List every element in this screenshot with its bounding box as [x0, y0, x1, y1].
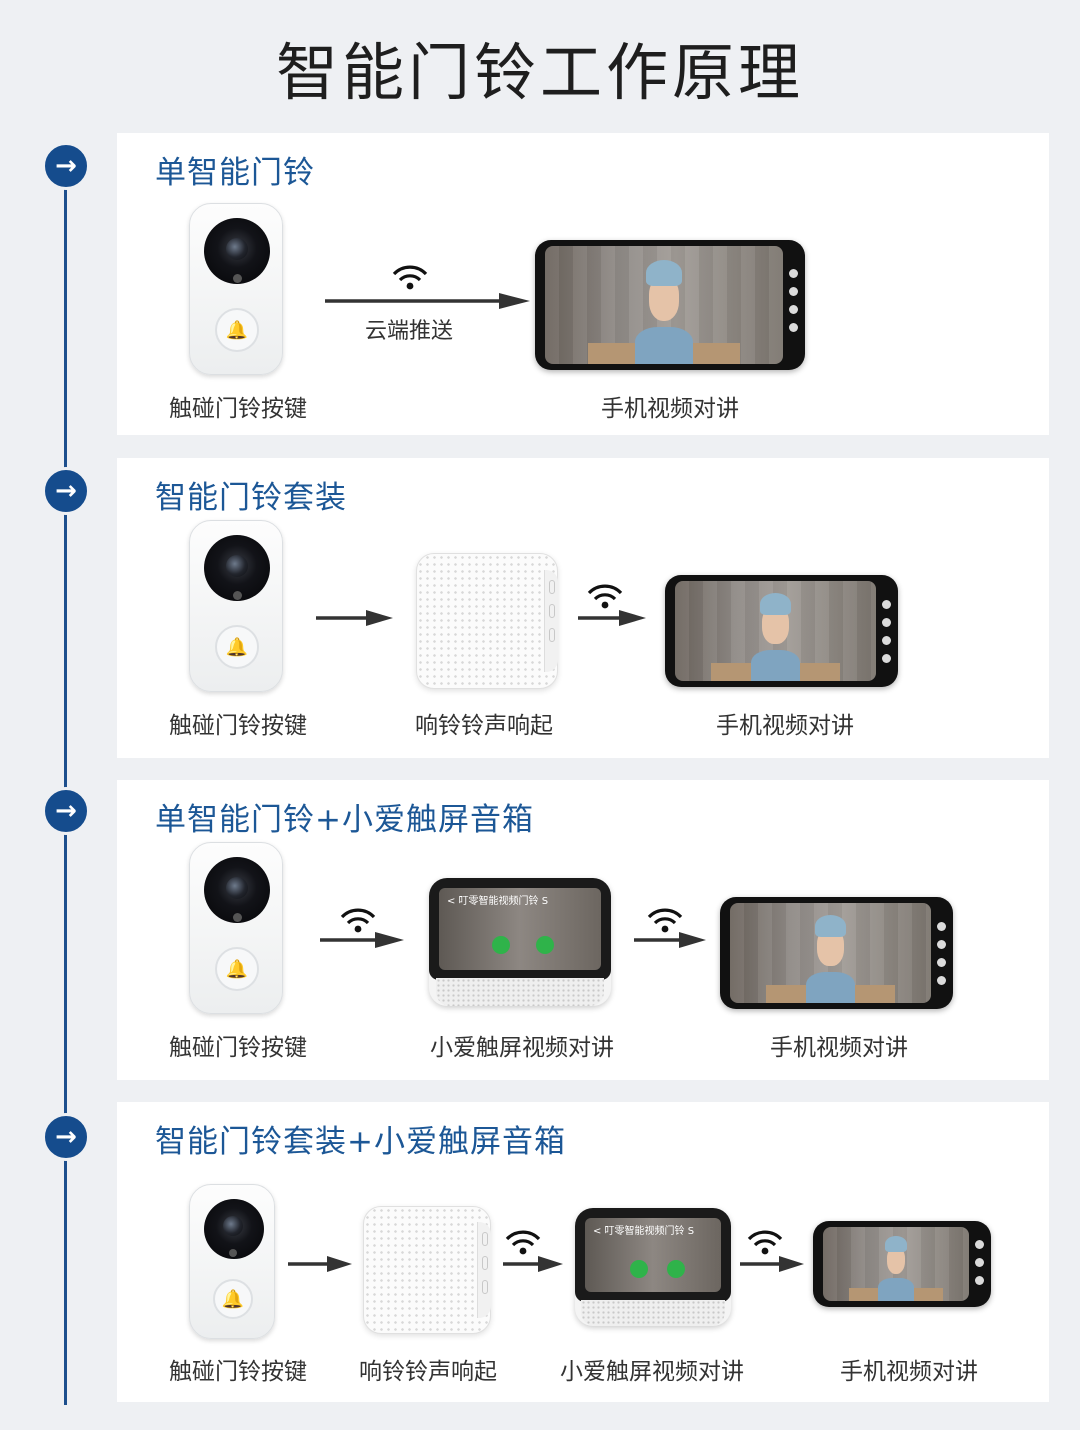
page-title: 智能门铃工作原理: [275, 36, 804, 109]
phone-device: [813, 1221, 991, 1307]
doorbell-device: 🔔: [189, 203, 283, 375]
smart-speaker-device: < 叮零智能视频门铃 S: [575, 1208, 731, 1326]
arrow-right-icon: →: [42, 467, 90, 515]
section-title: 智能门铃套装+小爱触屏音箱: [155, 1124, 566, 1160]
bell-icon: 🔔: [215, 308, 259, 352]
speaker-screen-header: < 叮零智能视频门铃 S: [447, 896, 549, 907]
bell-icon: 🔔: [215, 947, 259, 991]
bell-icon: 🔔: [213, 1279, 253, 1319]
section-title: 智能门铃套装: [155, 480, 347, 516]
timeline-line: [64, 165, 67, 1405]
arrow-icon: [320, 932, 404, 948]
caption: 响铃铃声响起: [415, 713, 553, 739]
phone-device: [665, 575, 898, 687]
arrow-right-icon: →: [42, 1113, 90, 1161]
arrow-right-icon: →: [42, 142, 90, 190]
speaker-screen-header: < 叮零智能视频门铃 S: [593, 1226, 695, 1237]
arrow-icon: [316, 610, 393, 626]
wifi-icon: [747, 1230, 783, 1255]
caption: 触碰门铃按键: [169, 1035, 307, 1061]
caption: 小爱触屏视频对讲: [430, 1035, 614, 1061]
doorbell-device: 🔔: [189, 520, 283, 692]
arrow-icon: [288, 1256, 352, 1272]
section-single-doorbell: 单智能门铃 🔔 云端推送 触碰门铃按键 手机视频对讲: [117, 133, 1049, 435]
doorbell-device: 🔔: [189, 1184, 275, 1339]
caption: 手机视频对讲: [770, 1035, 908, 1061]
arrow-icon: [503, 1256, 563, 1272]
caption: 手机视频对讲: [601, 396, 739, 422]
section-doorbell-speaker: 单智能门铃+小爱触屏音箱 🔔 < 叮零智能视频门铃 S: [117, 780, 1049, 1080]
chime-device: [363, 1206, 491, 1334]
section-kit-speaker: 智能门铃套装+小爱触屏音箱 🔔 < 叮零智能视频门铃 S: [117, 1102, 1049, 1402]
caption: 触碰门铃按键: [169, 713, 307, 739]
caption: 响铃铃声响起: [359, 1359, 497, 1385]
phone-accept-icon: [492, 935, 511, 954]
caption: 小爱触屏视频对讲: [560, 1359, 744, 1385]
section-title: 单智能门铃+小爱触屏音箱: [155, 802, 534, 838]
arrow-label: 云端推送: [364, 319, 454, 344]
arrow-icon: [578, 610, 646, 626]
bell-icon: 🔔: [215, 625, 259, 669]
doorbell-device: 🔔: [189, 842, 283, 1014]
caption: 触碰门铃按键: [169, 1359, 307, 1385]
arrow-icon: [325, 293, 530, 309]
caption: 手机视频对讲: [716, 713, 854, 739]
phone-call-icon: [536, 935, 555, 954]
arrow-icon: [740, 1256, 804, 1272]
chime-device: [416, 553, 558, 689]
smart-speaker-device: < 叮零智能视频门铃 S: [429, 878, 611, 1006]
wifi-icon: [340, 908, 376, 933]
section-title: 单智能门铃: [155, 155, 315, 191]
section-doorbell-kit: 智能门铃套装 🔔 触碰门铃按键 响铃铃声响起 手机视频对讲: [117, 458, 1049, 758]
arrow-right-icon: →: [42, 787, 90, 835]
wifi-icon: [505, 1230, 541, 1255]
phone-device: [720, 897, 953, 1009]
wifi-icon: [587, 584, 623, 609]
wifi-icon: [392, 265, 428, 290]
arrow-icon: [634, 932, 706, 948]
caption: 触碰门铃按键: [169, 396, 307, 422]
phone-accept-icon: [629, 1259, 648, 1278]
wifi-icon: [647, 908, 683, 933]
phone-call-icon: [666, 1259, 685, 1278]
phone-device: [535, 240, 805, 370]
caption: 手机视频对讲: [840, 1359, 978, 1385]
